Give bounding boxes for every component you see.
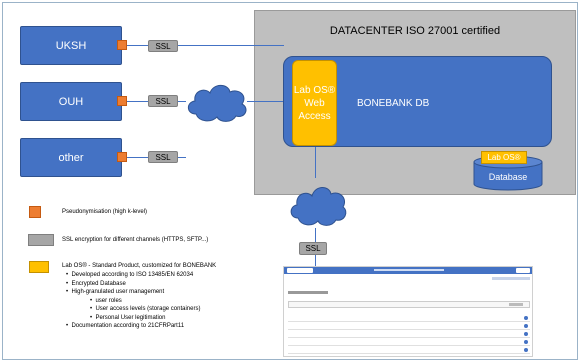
- app-list-row: [288, 315, 530, 322]
- internet-cloud-icon: [187, 84, 247, 122]
- legend-gold-swatch: [29, 261, 49, 273]
- app-toolbar-links: [492, 277, 530, 280]
- app-list-row: [288, 323, 530, 330]
- connector-line-cloud-ssl: [315, 228, 316, 242]
- client-uksh: UKSH: [20, 26, 122, 65]
- bonebank-db-label: BONEBANK DB: [357, 98, 430, 109]
- app-section-heading: [288, 291, 328, 294]
- app-title-bar: [374, 269, 444, 271]
- ssl-badge-app: SSL: [299, 242, 327, 255]
- app-list-row: [288, 347, 530, 354]
- legend-orange-swatch: [29, 206, 41, 218]
- client-label: UKSH: [55, 39, 87, 52]
- app-row-indicator: [524, 332, 528, 336]
- labos-web-line1: Lab OS®: [293, 84, 336, 96]
- feature-item: • Encrypted Database: [66, 280, 126, 287]
- pseudonymisation-marker: [117, 96, 127, 106]
- legend-ssl: SSL encryption for different channels (H…: [62, 237, 209, 243]
- feature-item: • High-granulated user management: [66, 289, 165, 295]
- pseudonymisation-marker: [117, 40, 127, 50]
- ssl-badge-other: SSL: [148, 151, 178, 163]
- feature-item: • Documentation according to 21CFRPart11: [66, 323, 185, 329]
- database-label: Database: [488, 172, 528, 182]
- app-row-indicator: [524, 340, 528, 344]
- feature-subitem: • user roles: [90, 297, 122, 304]
- internet-cloud-icon: [290, 187, 347, 226]
- connector-line-uksh: [122, 45, 284, 46]
- legend-pseudonymisation: Pseudonymisation (high k-level): [62, 209, 148, 215]
- pseudonymisation-marker: [117, 152, 127, 162]
- app-list-row: [288, 339, 530, 346]
- ssl-badge-ouh: SSL: [148, 95, 178, 107]
- app-search-button: [509, 303, 523, 306]
- ssl-badge-uksh: SSL: [148, 40, 178, 52]
- labos-web-line3: Access: [298, 110, 331, 122]
- labos-web-line2: Web: [304, 97, 325, 109]
- connector-line-cloud-labos: [247, 101, 292, 102]
- labos-web-access-box: Lab OS® Web Access: [292, 60, 337, 146]
- feature-subitem: • Personal User legitimation: [90, 314, 166, 321]
- client-ouh: OUH: [20, 82, 122, 121]
- app-header-button: [516, 268, 530, 273]
- legend-labos: Lab OS® - Standard Product, customized f…: [62, 263, 217, 269]
- client-label: other: [58, 151, 84, 164]
- feature-subitem: • User access levels (storage containers…: [90, 306, 201, 312]
- feature-item: • Developed according to ISO 13485/EN 62…: [66, 272, 194, 278]
- database-labos-badge: Lab OS®: [481, 151, 527, 164]
- client-label: OUH: [58, 95, 84, 108]
- legend-gray-swatch: [28, 234, 54, 246]
- client-other: other: [20, 138, 122, 177]
- app-row-indicator: [524, 324, 528, 328]
- app-list-row: [288, 331, 530, 338]
- feature-list: • Developed according to ISO 13485/EN 62…: [62, 271, 200, 331]
- connector-line-labos-cloud: [315, 146, 316, 178]
- datacenter-title: DATACENTER ISO 27001 certified: [329, 25, 501, 37]
- connector-line-ssl-app: [315, 254, 316, 266]
- app-search-field: [288, 301, 530, 308]
- app-row-indicator: [524, 348, 528, 352]
- app-screenshot-thumbnail: [283, 266, 533, 357]
- app-row-indicator: [524, 316, 528, 320]
- app-logo: [287, 268, 313, 273]
